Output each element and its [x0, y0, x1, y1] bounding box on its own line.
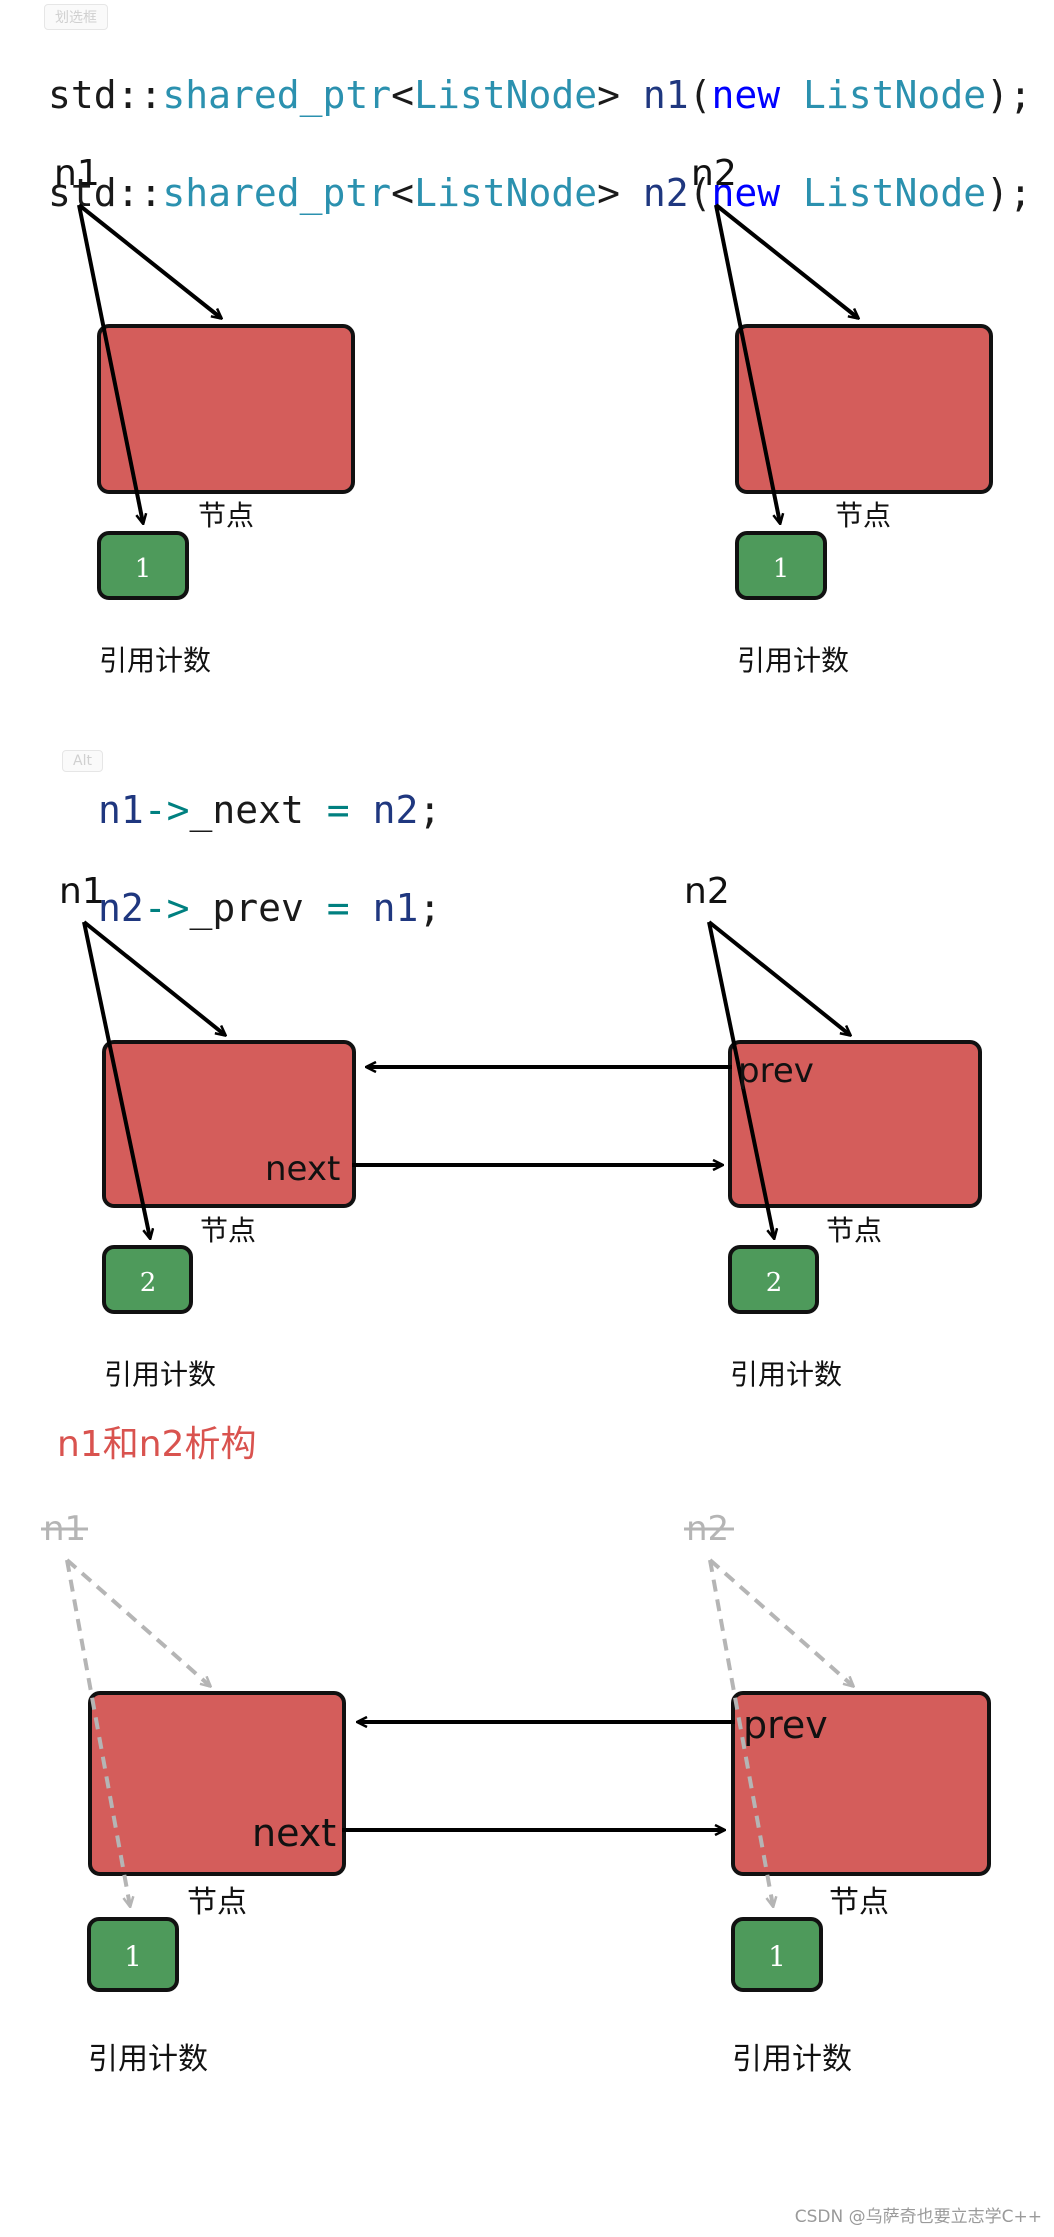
s3-right-refcount-label: 引用计数	[732, 2042, 852, 2077]
s3-right-node-label: 节点	[829, 1885, 889, 1920]
watermark: CSDN @乌萨奇也要立志学C++	[794, 2207, 1042, 2227]
section-3: n1和n2析构 n1 next 节点 1 引用计数 n2 prev 节点 1 引…	[41, 1424, 991, 2077]
s2-right-refcount-label: 引用计数	[730, 1358, 842, 1391]
s2-right-count: 2	[766, 1268, 783, 1298]
s1-n1-to-node-arrow	[77, 203, 221, 318]
code-line-1: std::shared_ptr<ListNode> n1(new ListNod…	[48, 73, 1032, 117]
s1-n1-label: n1	[54, 153, 100, 194]
s3-prev-label: prev	[743, 1703, 828, 1747]
s1-left-refcount-label: 引用计数	[99, 644, 211, 677]
section-1: n1 节点 1 引用计数 n2 节点 1 引用计数	[54, 153, 993, 677]
ghost-tab: 划选框	[44, 4, 108, 30]
s2-left-count-box	[102, 1245, 193, 1314]
s1-right-node	[735, 324, 993, 494]
s2-next-label: next	[265, 1149, 340, 1189]
code-line-2: std::shared_ptr<ListNode> n2(new ListNod…	[48, 171, 1032, 215]
s1-left-node	[97, 324, 355, 494]
code-mid-line-1: n1->_next = n2;	[98, 788, 442, 832]
s2-left-refcount-label: 引用计数	[104, 1358, 216, 1391]
s1-n2-label: n2	[691, 153, 737, 194]
s2-left-node	[102, 1040, 356, 1208]
code-mid-line-2: n2->_prev = n1;	[98, 886, 442, 930]
s3-n2-to-node-arrow	[708, 1558, 853, 1686]
s3-left-node	[88, 1691, 346, 1876]
section3-title: n1和n2析构	[57, 1424, 256, 1465]
s1-left-node-label: 节点	[198, 499, 254, 532]
s1-right-count: 1	[773, 554, 790, 584]
s1-left-count-box	[97, 531, 189, 600]
s1-n2-to-node-arrow	[714, 203, 858, 318]
s3-n1-to-node-arrow	[65, 1558, 210, 1686]
s3-left-count: 1	[124, 1940, 142, 1973]
code-block-mid: n1->_next = n2; n2->_prev = n1;	[98, 737, 441, 982]
s1-right-refcount-label: 引用计数	[737, 644, 849, 677]
s2-n1-to-count-arrow	[82, 921, 150, 1238]
s2-right-node	[728, 1040, 982, 1208]
s3-right-count-box	[731, 1917, 823, 1992]
s1-n1-to-count-arrow	[77, 204, 143, 523]
s1-left-count: 1	[135, 554, 152, 584]
s1-n2-to-count-arrow	[714, 204, 780, 523]
s2-n2-label: n2	[684, 871, 730, 912]
s2-right-count-box	[728, 1245, 819, 1314]
s2-left-count: 2	[140, 1268, 157, 1298]
s3-right-count: 1	[768, 1940, 786, 1973]
ghost-tab-2: Alt	[62, 750, 103, 772]
s2-right-node-label: 节点	[826, 1214, 882, 1247]
s2-n2-to-count-arrow	[707, 921, 774, 1238]
s2-n1-label: n1	[59, 871, 105, 912]
s3-next-label: next	[252, 1811, 336, 1855]
s2-prev-label: prev	[738, 1051, 814, 1091]
s1-right-count-box	[735, 531, 827, 600]
s3-left-count-box	[87, 1917, 179, 1992]
s3-right-node	[731, 1691, 991, 1876]
s2-left-node-label: 节点	[200, 1214, 256, 1247]
section-2: n1 next 节点 2 引用计数 n2 prev 节点 2 引用计数	[59, 871, 982, 1391]
s1-right-node-label: 节点	[835, 499, 891, 532]
s3-left-node-label: 节点	[187, 1885, 247, 1920]
s2-n2-to-node-arrow	[707, 920, 850, 1035]
s3-left-refcount-label: 引用计数	[88, 2042, 208, 2077]
code-block-top: std::shared_ptr<ListNode> n1(new ListNod…	[48, 22, 1032, 267]
s2-n1-to-node-arrow	[82, 920, 225, 1035]
